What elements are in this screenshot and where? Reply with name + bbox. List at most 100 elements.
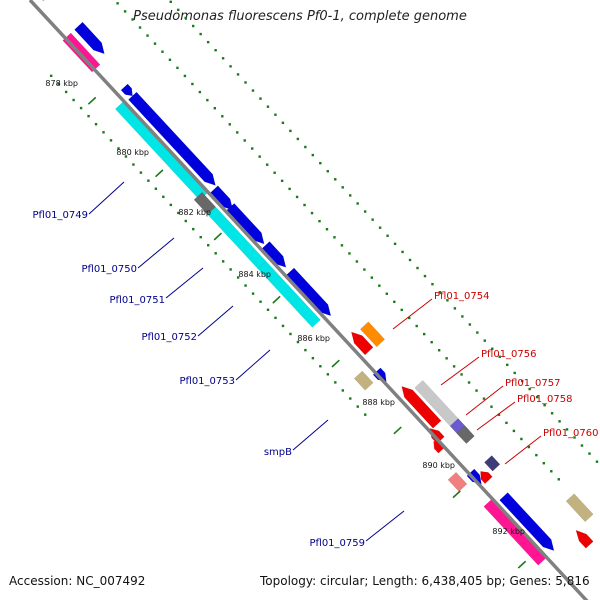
track-dot [588, 452, 591, 455]
track-dot [94, 123, 98, 126]
accession-text: Accession: NC_007492 [9, 574, 146, 588]
track-dot [349, 397, 352, 400]
track-dot [296, 340, 300, 344]
track-dot [319, 161, 322, 165]
track-dot [289, 332, 292, 336]
track-dot [325, 228, 329, 231]
track-dot [191, 82, 194, 86]
gene-blue-0749 [128, 91, 216, 186]
label-leader-line [465, 385, 504, 416]
track-dot [573, 436, 576, 439]
track-dot [295, 195, 299, 199]
position-label: 886 kbp [297, 334, 330, 343]
track-dot [528, 387, 531, 391]
track-dot [221, 260, 225, 263]
track-dot [430, 340, 433, 344]
track-dot [266, 105, 270, 108]
track-dot [169, 203, 173, 207]
gene-labels: Pfl01_0749Pfl01_0750Pfl01_0751Pfl01_0752… [32, 210, 598, 549]
track-dot [423, 274, 427, 278]
track-dot [310, 211, 314, 215]
track-dot [177, 8, 180, 12]
track-dot [154, 187, 158, 190]
track-dot [124, 155, 128, 158]
track-dot [467, 381, 471, 384]
track-dot [146, 34, 149, 37]
track-dot [161, 50, 164, 53]
track-dot [341, 389, 344, 392]
label-leader-line [365, 510, 405, 542]
track-dot [102, 131, 105, 134]
track-dots [49, 0, 599, 481]
gene-red-0754 [351, 331, 374, 356]
track-dot [326, 170, 329, 173]
track-dot [460, 373, 463, 376]
track-dot [192, 227, 195, 231]
track-dot [431, 282, 434, 286]
track-dot [116, 2, 119, 5]
track-dot [446, 299, 449, 302]
gene-label: Pfl01_0749 [32, 210, 88, 221]
position-tick [213, 232, 223, 241]
position-tick [155, 169, 164, 178]
track-dot [319, 365, 322, 368]
track-dot [236, 131, 239, 134]
track-dot [326, 373, 330, 376]
track-dot [400, 308, 403, 312]
track-dot [506, 363, 509, 367]
track-dot [356, 202, 359, 205]
track-dot [482, 397, 486, 400]
track-dot [57, 82, 60, 86]
track-dot [199, 235, 202, 239]
track-dot [251, 147, 254, 150]
gene-khaki-893 [565, 493, 594, 523]
gene-blue-small-879 [120, 83, 133, 97]
track-dot [461, 315, 464, 318]
gene-red-0760 [480, 471, 493, 484]
track-dot [274, 316, 277, 320]
track-dot [304, 145, 307, 149]
gene-magenta-878 [62, 32, 101, 73]
track-dot [452, 365, 456, 368]
track-dot [109, 139, 113, 142]
track-dot [558, 420, 561, 423]
track-dot [527, 445, 531, 449]
track-dot [378, 284, 381, 287]
track-dot [274, 113, 277, 116]
track-dot [386, 234, 389, 237]
track-dot [214, 252, 217, 255]
track-dot [334, 381, 337, 384]
position-tick [393, 426, 402, 435]
track-dot [147, 179, 150, 182]
gene-label: Pfl01_0751 [109, 295, 165, 306]
track-dot [475, 389, 478, 392]
gene-darkslate-0760 [484, 455, 501, 472]
track-dot [401, 250, 404, 254]
gene-red-top [41, 0, 45, 1]
track-dot [393, 300, 396, 304]
gene-blue-892 [499, 492, 555, 551]
track-dot [244, 81, 247, 84]
track-dot [363, 268, 366, 271]
track-dot [445, 357, 448, 360]
track-dot [198, 90, 202, 94]
track-dot [408, 258, 412, 262]
gene-label: Pfl01_0760 [543, 428, 599, 439]
track-dot [378, 226, 382, 229]
gene-gray-0758 [456, 425, 475, 444]
track-dot [483, 339, 486, 342]
gene-salmon-0759 [447, 471, 468, 492]
position-label: 882 kbp [178, 208, 211, 217]
track-dot [289, 129, 292, 133]
gene-label: Pfl01_0753 [179, 376, 235, 387]
label-leader-line [165, 267, 204, 299]
track-dot [64, 90, 68, 94]
track-dot [168, 58, 172, 62]
track-dot [438, 291, 442, 294]
track-dot [199, 32, 202, 36]
gene-features [41, 0, 594, 566]
track-dot [393, 242, 397, 246]
position-label: 892 kbp [492, 527, 525, 536]
